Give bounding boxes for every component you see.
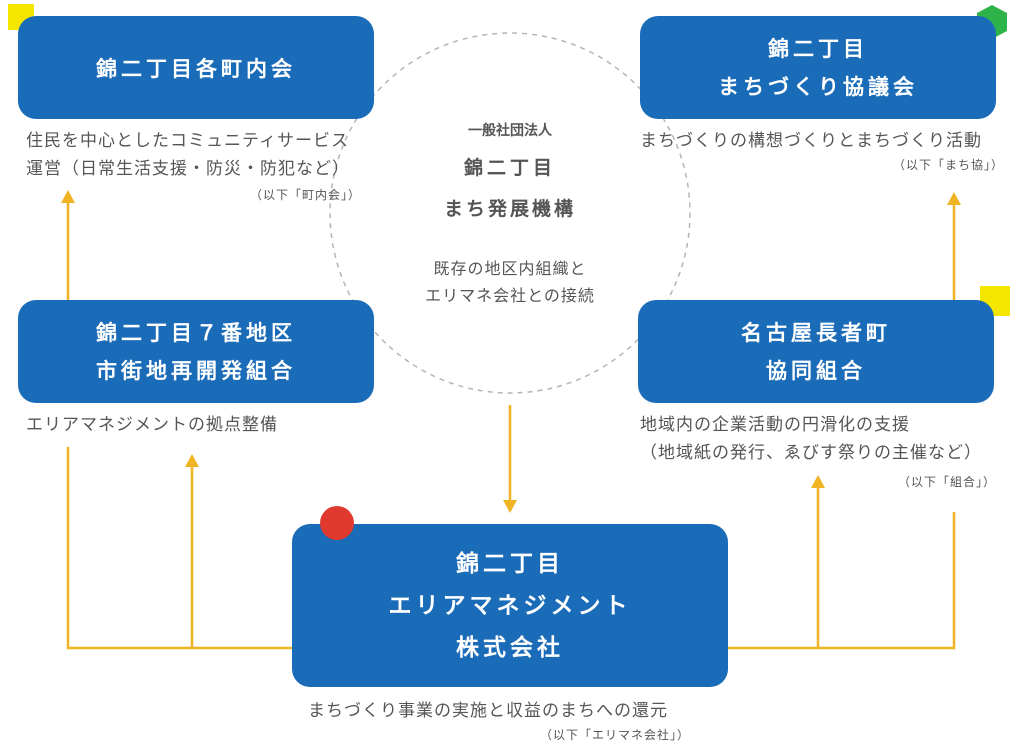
node-choja-description: 地域内の企業活動の円滑化の支援 （地域紙の発行、ゑびす祭りの主催など） — [640, 411, 982, 467]
arrowhead-kumiai7 — [185, 454, 199, 467]
node-choja-desc-line2: （地域紙の発行、ゑびす祭りの主催など） — [640, 443, 982, 463]
center-role-line2: エリマネ会社との接続 — [425, 286, 595, 305]
red-circle-marker — [320, 506, 354, 540]
center-org-type: 一般社団法人 — [468, 123, 552, 139]
node-choja: 名古屋長者町 協同組合 — [638, 300, 994, 403]
node-kumiai7-title-line1: 錦二丁目７番地区 — [96, 320, 296, 345]
node-kyogikai-title-line1: 錦二丁目 — [768, 36, 868, 61]
node-chonaikai: 錦二丁目各町内会 — [18, 16, 374, 119]
node-chonaikai-desc-line2: 運営（日常生活支援・防災・防犯など） — [26, 159, 350, 179]
node-kyogikai-title-line2: まちづくり協議会 — [718, 74, 918, 99]
node-chonaikai-note: （以下「町内会」） — [250, 188, 362, 202]
node-choja-title-line1: 名古屋長者町 — [741, 320, 891, 345]
arrowhead-choja — [811, 475, 825, 488]
node-choja-note: （以下「組合」） — [898, 475, 997, 489]
center-dashed-circle — [329, 32, 691, 394]
node-chonaikai-description: 住民を中心としたコミュニティサービス 運営（日常生活支援・防災・防犯など） — [26, 127, 350, 183]
node-kumiai7-description: エリアマネジメントの拠点整備 — [26, 415, 278, 435]
node-chonaikai-desc-line1: 住民を中心としたコミュニティサービス — [26, 131, 349, 151]
node-erimane-title-line1: 錦二丁目 — [456, 550, 564, 577]
node-erimane-title-line2: エリアマネジメント — [388, 592, 632, 619]
node-kyogikai: 錦二丁目 まちづくり協議会 — [640, 16, 996, 119]
connector-right-outer — [728, 512, 956, 650]
node-chonaikai-title: 錦二丁目各町内会 — [96, 56, 296, 81]
connector-left-outer — [66, 447, 292, 650]
arrowhead-chonaikai — [61, 190, 75, 203]
node-choja-title-line2: 協同組合 — [766, 358, 866, 383]
arrowhead-kyogikai — [947, 192, 961, 205]
node-erimane-note: （以下「エリマネ会社」） — [540, 728, 691, 742]
node-erimane-title-line3: 株式会社 — [456, 634, 564, 661]
node-erimane-description: まちづくり事業の実施と収益のまちへの還元 — [308, 701, 668, 721]
center-org-name-line2: まち発展機構 — [443, 198, 576, 220]
arrowhead-erimane — [503, 500, 517, 513]
node-kyogikai-note: （以下「まち協」） — [893, 158, 1005, 172]
node-kyogikai-description: まちづくりの構想づくりとまちづくり活動 — [640, 131, 982, 151]
node-kumiai7: 錦二丁目７番地区 市街地再開発組合 — [18, 300, 374, 403]
node-kumiai7-title-line2: 市街地再開発組合 — [96, 358, 296, 383]
node-erimane: 錦二丁目 エリアマネジメント 株式会社 — [292, 524, 728, 687]
node-choja-desc-line1: 地域内の企業活動の円滑化の支援 — [640, 415, 910, 435]
center-role-line1: 既存の地区内組織と — [433, 259, 587, 278]
center-org-name-line1: 錦二丁目 — [463, 157, 556, 179]
